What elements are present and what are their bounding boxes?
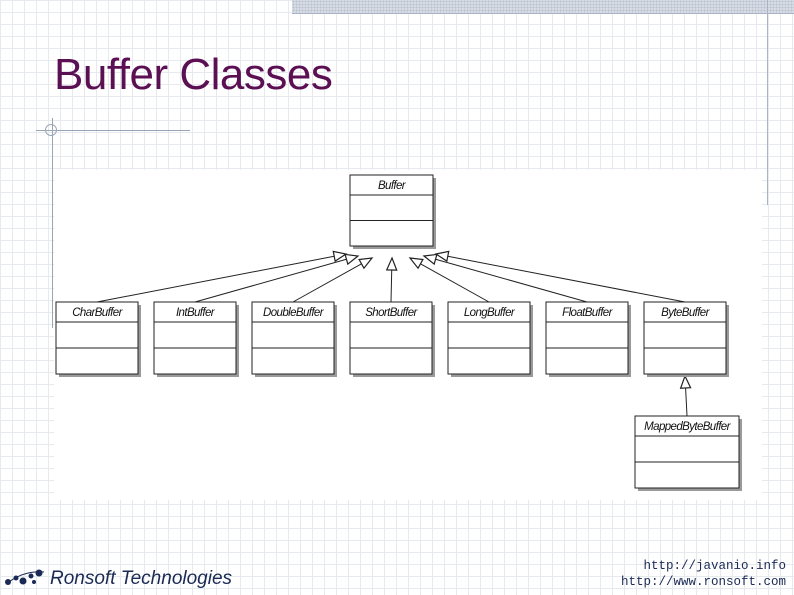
corner-circle-ornament [45, 124, 57, 136]
class-node-char-buffer: CharBuffer [55, 301, 141, 377]
class-node-box [634, 415, 740, 489]
class-node-int-buffer: IntBuffer [153, 301, 239, 377]
inheritance-line-double-buffer [292, 263, 362, 303]
class-node-box [349, 301, 433, 375]
class-node-box [251, 301, 335, 375]
inheritance-line-float-buffer [435, 258, 588, 303]
class-node-short-buffer: ShortBuffer [349, 301, 435, 377]
class-name-buffer: Buffer [378, 180, 407, 192]
inheritance-arrowhead-byte-buffer [434, 250, 450, 263]
class-name-int-buffer: IntBuffer [176, 307, 216, 319]
footer-company-name: Ronsoft Technologies [50, 568, 233, 589]
class-node-box [545, 301, 629, 375]
right-vertical-rule [767, 0, 768, 205]
footer-link-javanio[interactable]: http://javanio.info [643, 559, 786, 573]
class-node-mapped-byte-buffer: MappedByteBuffer [634, 415, 742, 491]
dots-logo-icon [5, 569, 45, 585]
class-node-buffer: Buffer [349, 174, 436, 249]
class-name-short-buffer: ShortBuffer [365, 307, 418, 319]
top-decorative-band [292, 0, 794, 13]
inheritance-line-byte-buffer [447, 255, 686, 303]
title-underline-rule [36, 130, 190, 131]
inheritance-arrowhead-float-buffer [422, 253, 438, 266]
class-name-float-buffer: FloatBuffer [562, 307, 613, 319]
inheritance-line-mapped-byte-buffer [685, 387, 688, 417]
inheritance-arrowhead-char-buffer [332, 250, 348, 263]
left-vertical-rule [52, 118, 53, 328]
inheritance-arrowhead-short-buffer [385, 256, 398, 271]
class-node-box [55, 301, 139, 375]
inheritance-line-short-buffer [390, 269, 393, 303]
top-band-rule [292, 13, 794, 14]
class-node-long-buffer: LongBuffer [447, 301, 533, 377]
class-node-box [153, 301, 237, 375]
class-name-double-buffer: DoubleBuffer [263, 307, 325, 319]
class-node-box [643, 301, 727, 375]
footer-links: http://javanio.info http://www.ronsoft.c… [621, 558, 786, 590]
slide-title: Buffer Classes [54, 50, 333, 99]
class-node-box [447, 301, 531, 375]
inheritance-edges [96, 250, 692, 417]
class-node-box [349, 174, 434, 247]
class-name-byte-buffer: ByteBuffer [661, 307, 710, 319]
inheritance-line-int-buffer [194, 258, 347, 303]
class-name-char-buffer: CharBuffer [72, 307, 123, 319]
inheritance-line-char-buffer [96, 255, 335, 303]
class-node-byte-buffer: ByteBuffer [643, 301, 729, 377]
class-name-long-buffer: LongBuffer [464, 307, 516, 319]
inheritance-arrowhead-mapped-byte-buffer [679, 374, 692, 389]
inheritance-arrowhead-long-buffer [408, 257, 424, 270]
class-node-float-buffer: FloatBuffer [545, 301, 631, 377]
footer-link-ronsoft[interactable]: http://www.ronsoft.com [620, 575, 786, 589]
class-name-mapped-byte-buffer: MappedByteBuffer [644, 421, 731, 433]
class-node-double-buffer: DoubleBuffer [251, 301, 337, 377]
inheritance-line-long-buffer [420, 263, 490, 303]
inheritance-arrowhead-double-buffer [358, 257, 374, 270]
inheritance-arrowhead-int-buffer [344, 253, 360, 266]
